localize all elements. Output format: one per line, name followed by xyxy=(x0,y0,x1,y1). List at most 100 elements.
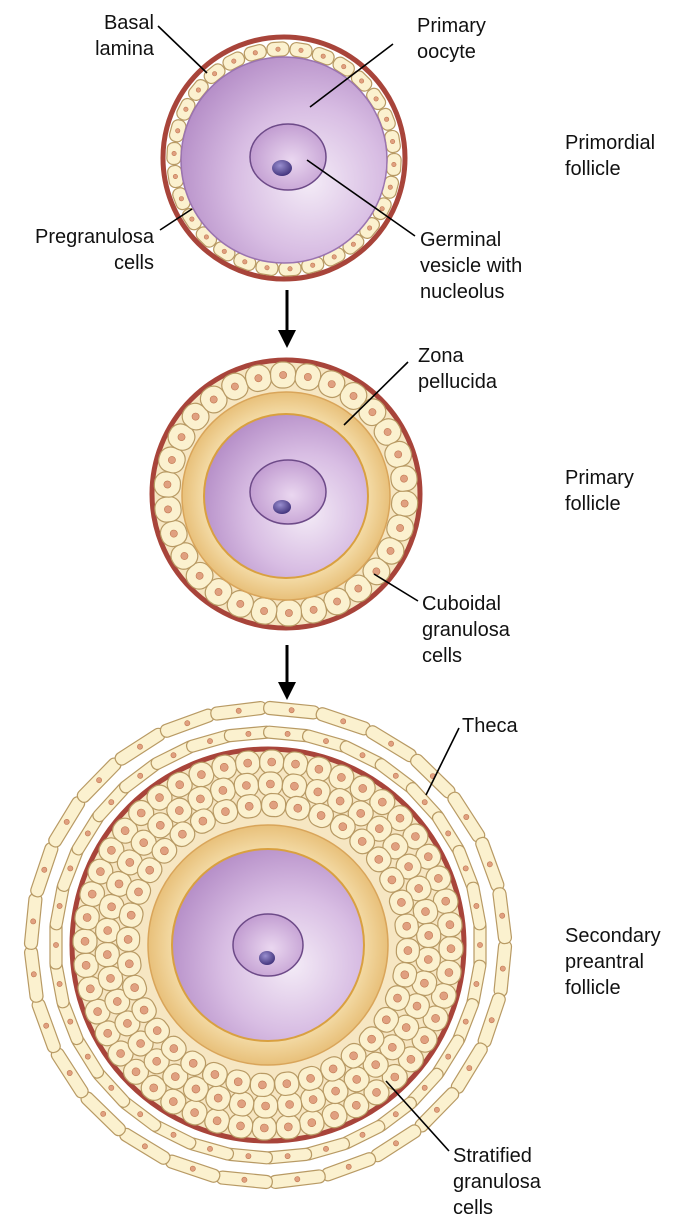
stratified-granulosa-cell xyxy=(260,792,287,818)
theca-cell xyxy=(466,959,487,1009)
theca-cell xyxy=(315,707,371,736)
cuboidal-granulosa-cell xyxy=(204,577,233,607)
stratified-granulosa-cell xyxy=(236,793,262,819)
leader-pregranulosa xyxy=(159,208,193,231)
theca-cell xyxy=(215,1170,273,1190)
stratified-granulosa-cell xyxy=(363,1079,390,1106)
label-cuboidal-granulosa: Cuboidal granulosa cells xyxy=(422,591,510,669)
label-line: Theca xyxy=(462,715,518,737)
leader-zona-pellucida xyxy=(343,361,409,426)
label-line: preantral xyxy=(565,951,644,973)
stratified-granulosa-cell xyxy=(411,1026,438,1053)
stratified-granulosa-cell xyxy=(125,878,152,905)
leader-germinal-vesicle xyxy=(306,159,416,237)
leader-basal-lamina xyxy=(157,25,208,74)
stratified-granulosa-cell xyxy=(77,975,104,1002)
label-primary-oocyte: Primary oocyte xyxy=(417,13,486,65)
secondary-follicle xyxy=(23,700,513,1190)
theca-cell xyxy=(150,1119,197,1150)
leader-lines xyxy=(157,25,460,1152)
label-line: Primary xyxy=(417,15,486,37)
label-line: vesicle with xyxy=(420,255,523,277)
germinal-vesicle xyxy=(249,459,327,525)
germinal-vesicle xyxy=(232,913,304,977)
primordial-follicle xyxy=(160,34,408,282)
stratified-granulosa-cell xyxy=(227,1113,254,1139)
stratified-granulosa-cell xyxy=(204,1107,230,1134)
stratified-granulosa-cell xyxy=(373,1006,400,1033)
stratified-granulosa-cell xyxy=(97,965,124,992)
stratified-granulosa-cell xyxy=(98,893,125,920)
stratified-granulosa-cell xyxy=(189,808,216,834)
stratified-granulosa-cell xyxy=(182,1075,209,1103)
stratified-granulosa-cell xyxy=(252,1093,279,1119)
theca-cell xyxy=(49,959,70,1009)
stratified-granulosa-cell xyxy=(160,1035,187,1062)
stratified-granulosa-cell xyxy=(259,749,285,775)
pregranulosa-cell xyxy=(386,152,402,177)
stratified-granulosa-cell xyxy=(94,941,120,968)
label-line: follicle xyxy=(565,158,621,180)
stratified-granulosa-cell xyxy=(233,772,260,799)
theca-cell xyxy=(223,725,273,743)
theca-cell xyxy=(185,1137,235,1161)
label-line: Primordial xyxy=(565,132,656,154)
label-stratified-granulosa: Stratified granulosa cells xyxy=(453,1143,541,1221)
label-pregranulosa-cells: Pregranulosa cells xyxy=(35,224,154,276)
basal-lamina-ring xyxy=(160,34,408,282)
stratified-granulosa-cell xyxy=(343,1066,370,1093)
stage-label-primordial: Primordial follicle xyxy=(565,130,655,182)
cuboidal-granulosa-cell xyxy=(373,418,402,446)
stratified-granulosa-cell xyxy=(72,928,98,954)
stage-arrowhead-1 xyxy=(278,330,296,348)
label-line: Basal xyxy=(103,12,154,34)
stratified-granulosa-cell xyxy=(275,1114,302,1140)
stratified-granulosa-cell xyxy=(394,913,420,939)
cuboidal-granulosa-cell xyxy=(244,364,272,393)
cuboidal-granulosa-cell xyxy=(170,542,199,570)
pregranulosa-cell xyxy=(289,41,313,59)
theca-layer xyxy=(23,700,513,1190)
stratified-granulosa-cell xyxy=(393,1014,420,1041)
stratified-granulosa-cell xyxy=(369,789,396,816)
cuboidal-granulosa-cell xyxy=(390,490,419,517)
label-line: Stratified xyxy=(453,1145,532,1167)
stage-label-primary: Primary follicle xyxy=(565,465,634,517)
label-line: Pregranulosa xyxy=(35,226,154,248)
label-line: Germinal xyxy=(420,229,502,251)
stratified-granulosa-cell xyxy=(116,849,143,876)
nucleolus xyxy=(273,500,291,514)
germinal-vesicle xyxy=(249,123,327,191)
stratified-granulosa-cell xyxy=(251,1115,277,1141)
nucleolus xyxy=(259,951,275,965)
primary-follicle xyxy=(149,357,423,631)
stratified-granulosa-cell xyxy=(127,1030,154,1057)
pregranulosa-cell xyxy=(222,51,246,71)
label-line: Cuboidal xyxy=(422,593,501,615)
stage-label-secondary: Secondary preantral follicle xyxy=(565,923,661,1001)
cuboidal-granulosa-cell xyxy=(153,471,182,498)
cuboidal-granulosa-cell xyxy=(339,381,368,411)
stratified-granulosa-cell xyxy=(210,777,236,804)
stratified-granulosa-cell xyxy=(304,778,331,805)
cuboidal-granulosa-cell xyxy=(384,440,413,469)
label-line: cells xyxy=(422,645,463,667)
label-line: cells xyxy=(113,252,154,274)
label-line: oocyte xyxy=(417,41,476,63)
cuboidal-granulosa-cell xyxy=(390,465,418,492)
stratified-granulosa-cell xyxy=(136,857,163,884)
stratified-granulosa-cell xyxy=(131,997,157,1024)
label-line: pellucida xyxy=(418,371,497,393)
label-line: follicle xyxy=(565,493,621,515)
cuboidal-granulosa-cell xyxy=(269,361,297,389)
stratified-granulosa-cell xyxy=(349,828,376,855)
stratified-granulosa-cell xyxy=(115,926,141,953)
theca-cell xyxy=(492,887,513,945)
cuboidal-granulosa-cell xyxy=(294,363,322,391)
label-line: Primary xyxy=(565,467,634,489)
theca-cell xyxy=(23,945,44,1003)
theca-cell xyxy=(23,892,43,950)
stratified-granulosa-cell xyxy=(143,1048,170,1075)
stratified-granulosa-cell xyxy=(282,751,309,777)
pregranulosa-cell xyxy=(243,43,267,62)
